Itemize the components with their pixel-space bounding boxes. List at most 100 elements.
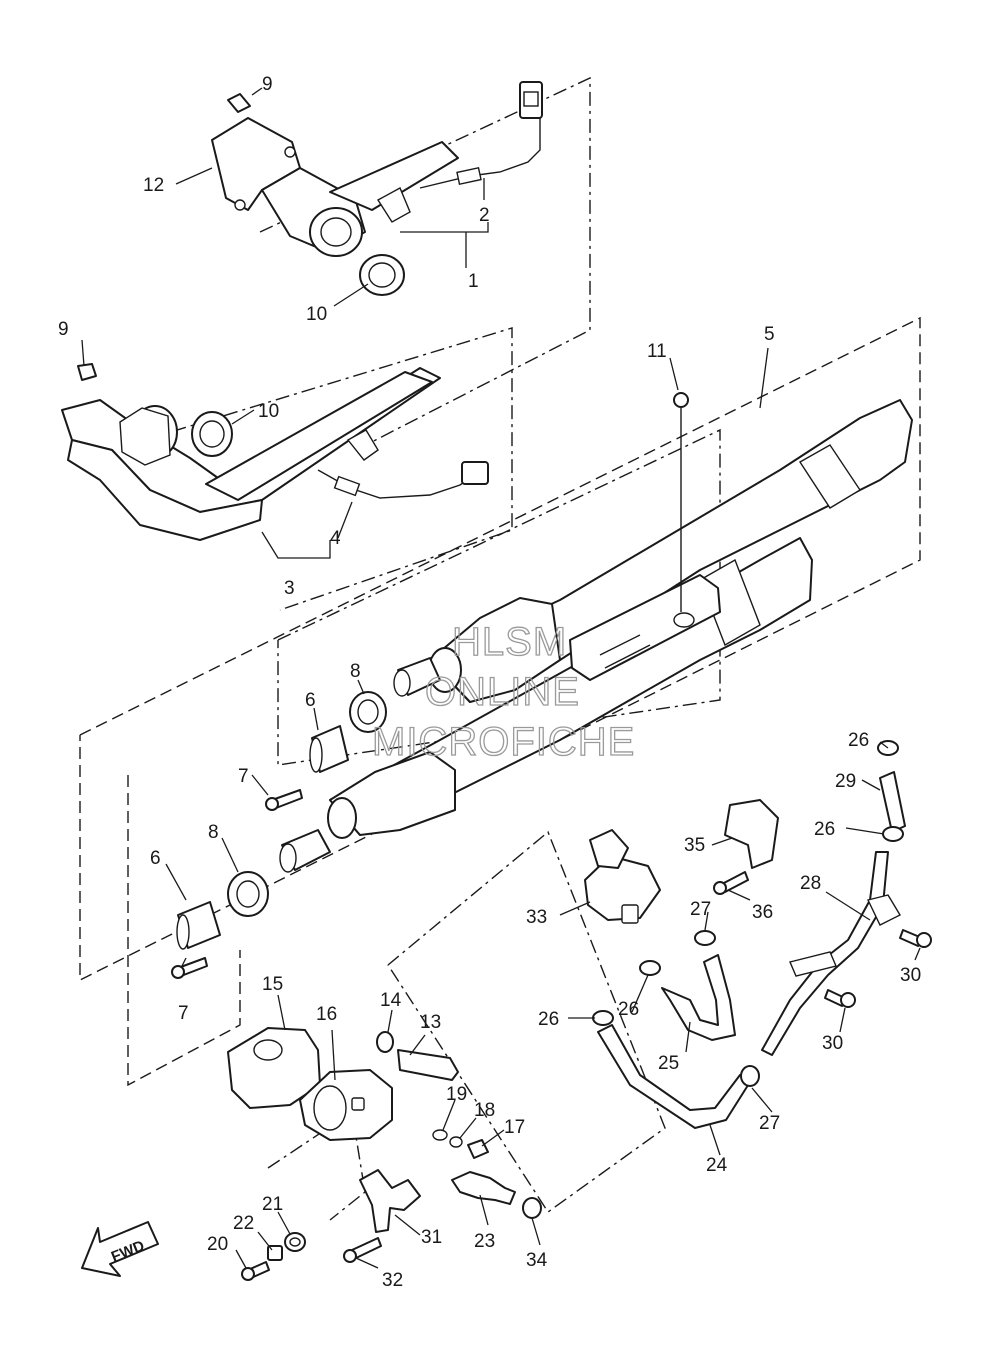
bolt-30-upper [899,929,932,948]
callout-20: 20 [207,1234,228,1255]
callout-11: 11 [647,341,667,362]
callout-13: 13 [420,1012,441,1033]
callout-3: 3 [284,578,295,599]
connector-pipe-upper [393,657,441,697]
callout-1: 1 [468,271,479,292]
fwd-direction-arrow: FWD [81,1221,159,1277]
callout-27-upper: 27 [690,899,711,920]
watermark: HLSM ONLINE MICROFICHE [371,619,635,764]
callout-9-front: 9 [262,74,273,95]
o2-sensor-rear [317,461,489,499]
washer-18 [449,1136,463,1148]
callout-27-lower: 27 [759,1113,780,1134]
hose-24 [597,1024,751,1129]
callout-8-upper: 8 [350,661,361,682]
callout-33: 33 [526,907,547,928]
watermark-line-2: ONLINE [425,670,580,714]
bolt-36 [713,871,749,895]
bolt-30-lower [824,989,856,1008]
frame-muffler-inner [277,428,721,766]
callout-22: 22 [233,1213,254,1234]
callout-5: 5 [764,324,775,345]
screw-11 [673,392,689,612]
callout-14: 14 [380,990,402,1011]
callout-4: 4 [330,528,341,549]
callout-15: 15 [262,974,283,995]
gasket-10-front [359,254,405,296]
bolt-7-upper [265,789,303,811]
frame-rear-pipe-group [94,327,513,611]
frame-bracket-group [267,1110,366,1221]
connector-pipe-lower [279,829,331,873]
grommet-21 [284,1232,306,1252]
clamp-8-upper [349,691,387,733]
callout-36: 36 [752,902,773,923]
watermark-line-1: HLSM [452,620,567,664]
bracket-35 [724,799,779,869]
callout-34: 34 [526,1250,548,1271]
callout-7-upper: 7 [238,766,249,787]
callout-12: 12 [143,175,164,196]
bolt-32 [343,1237,382,1263]
callout-32: 32 [382,1270,403,1291]
bracket-31 [359,1169,421,1233]
frame-lower-muffler [127,775,241,1087]
washer-19 [432,1129,448,1141]
bolt-7-lower [171,957,208,979]
callout-35: 35 [684,835,705,856]
watermark-line-3: MICROFICHE [372,720,635,764]
muffler-heat-shield [569,574,721,681]
hose-clamp-27-lower [740,1065,760,1087]
callout-18: 18 [474,1100,495,1121]
callout-30-upper: 30 [900,965,921,986]
hose-clamp-26-a [639,960,661,976]
callout-numbers: 9 12 2 1 10 9 10 4 3 11 5 8 6 7 8 6 7 26… [58,74,921,1291]
nut-9-front [227,93,251,113]
gasket-10-rear [191,411,233,457]
leader-lines [81,87,921,1269]
clamp-8-lower [227,871,269,917]
nut-17 [467,1139,489,1159]
callout-30-lower: 30 [822,1033,843,1054]
hose-clamp-34 [522,1197,542,1219]
gasket-6-upper [309,725,349,773]
callout-6-lower: 6 [150,848,161,869]
callout-19: 19 [446,1084,467,1105]
callout-28: 28 [800,873,821,894]
callout-23: 23 [474,1231,495,1252]
callout-26-a: 26 [848,730,869,751]
callout-6-upper: 6 [305,690,316,711]
callout-26-d: 26 [538,1009,559,1030]
hose-clamp-26-d [882,826,904,842]
frame-air-induction [387,830,666,1213]
pipe-28 [761,851,901,1056]
callout-16: 16 [316,1004,337,1025]
callout-25: 25 [658,1053,679,1074]
hose-25 [661,954,736,1041]
hose-29 [879,771,906,833]
callout-31: 31 [421,1227,442,1248]
callout-9-rear: 9 [58,319,69,340]
rear-exhaust-pipe [61,367,441,541]
hose-13 [397,1049,459,1081]
nut-9-rear [77,363,97,381]
hose-clamp-14 [376,1031,394,1053]
callout-26-c: 26 [618,999,639,1020]
callout-26-b: 26 [814,819,835,840]
bolt-20 [241,1261,270,1281]
hose-clamp-27-upper [694,930,716,946]
callout-29: 29 [835,771,856,792]
callout-21: 21 [262,1194,283,1215]
callout-2: 2 [479,205,490,226]
hose-clamp-26-b [592,1010,614,1026]
callout-10-front: 10 [306,304,327,325]
frame-muffler-group [79,316,921,982]
o2-sensor-front [419,81,543,189]
valve-body-16 [299,1069,393,1141]
callout-24: 24 [706,1155,728,1176]
arrow-forward-icon [81,1221,159,1277]
callout-10-rear: 10 [258,401,279,422]
elbow-hose-23 [451,1171,516,1205]
front-exhaust-pipe [211,117,459,257]
